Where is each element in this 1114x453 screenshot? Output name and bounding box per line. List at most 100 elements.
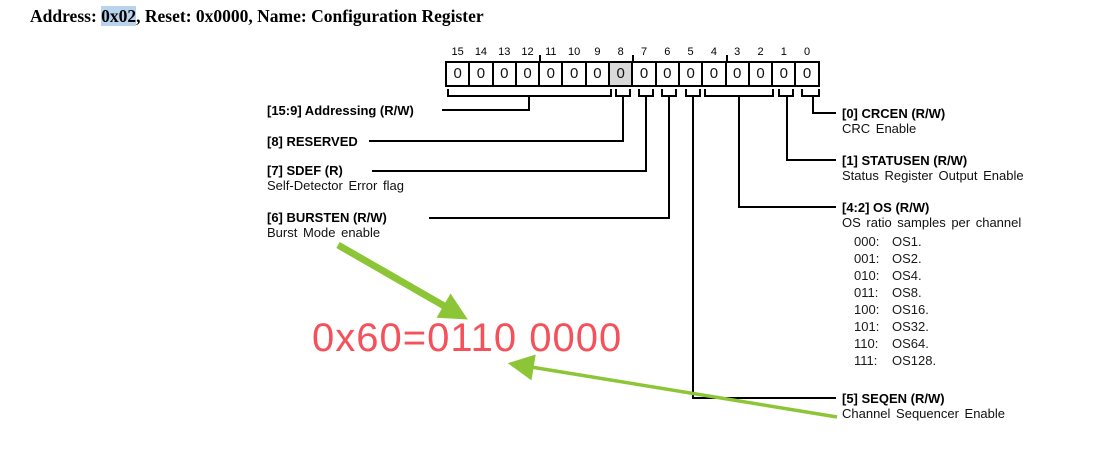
field-label: [1] STATUSEN (R/W) — [842, 153, 968, 168]
bracket-5 — [685, 89, 701, 97]
bit-number: 14 — [474, 46, 488, 58]
bit-box: 0 — [584, 61, 611, 87]
bit-number: 11 — [545, 46, 557, 58]
bit-box: 0 — [631, 61, 657, 87]
bit-register: 15 0 14 0 13 0 12 0 11 0 10 0 9 0 8 — [445, 46, 820, 87]
bit-cell: 15 0 — [445, 46, 471, 87]
os-option-code: 111: — [854, 353, 878, 368]
bit-cell: 6 0 — [654, 46, 680, 87]
os-option-code: 011: — [854, 285, 879, 300]
os-option-value: OS32. — [892, 319, 929, 334]
field-description: Channel Sequencer Enable — [842, 406, 1006, 421]
os-option-code: 100: — [854, 302, 880, 317]
bracket-15-9 — [447, 89, 612, 97]
field-label: [4:2] OS (R/W) — [842, 200, 930, 215]
os-option-row: 110:OS64. — [842, 335, 1021, 352]
annotation-hex-value: 0x60=0110 0000 — [312, 316, 623, 360]
title-prefix: Address: — [30, 6, 102, 26]
os-option-row: 010: OS4. — [842, 267, 1021, 284]
bit-number: 6 — [664, 46, 671, 58]
field-description: CRC Enable — [842, 121, 917, 136]
line-statusen — [786, 96, 836, 161]
bit-cell: 10 0 — [561, 46, 587, 87]
os-option-value: OS128. — [892, 353, 937, 368]
bit-number: 2 — [757, 46, 764, 58]
line-crcen — [812, 96, 836, 114]
os-option-value: OS16. — [892, 302, 929, 317]
bracket-1 — [778, 89, 794, 97]
bit-number: 5 — [687, 46, 694, 58]
address-highlight: 0x02 — [101, 6, 137, 26]
bit-cell: 14 0 — [468, 46, 494, 87]
bit-number: 0 — [804, 46, 811, 58]
field-description: Status Register Output Enable — [842, 168, 1024, 183]
field-label: [7] SDEF (R) — [267, 163, 343, 178]
bit-box: 0 — [747, 61, 774, 87]
line-sdef — [372, 96, 647, 172]
bit-number: 1 — [780, 46, 787, 58]
bit-box: 0 — [608, 61, 634, 87]
page-title: Address: 0x02, Reset: 0x0000, Name: Conf… — [30, 6, 484, 27]
bit-number: 7 — [640, 46, 648, 58]
os-option-row: 100: OS16. — [842, 301, 1021, 318]
bit-box: 0 — [771, 61, 797, 87]
bit-box: 0 — [468, 61, 494, 87]
os-option-code: 010: — [854, 268, 880, 283]
field-bursten: [6] BURSTEN (R/W) Burst Mode enable — [267, 210, 387, 240]
bit-box: 0 — [538, 61, 564, 87]
field-sdef: [7] SDEF (R) Self-Detector Error flag — [267, 163, 404, 193]
bracket-8 — [615, 89, 631, 97]
os-option-value: OS1. — [892, 234, 922, 249]
line-reserved — [369, 96, 624, 142]
field-reserved: [8] RESERVED — [267, 134, 358, 149]
os-options-list: 000:OS1. 001:OS2. 010:OS4. 011:OS8. 100:… — [842, 233, 1021, 369]
bit-cell: 4 0 — [701, 46, 727, 87]
bit-cell: 12 0 — [514, 46, 541, 87]
bit-box: 0 — [677, 61, 704, 87]
field-os: [4:2] OS (R/W) OS ratio samples per chan… — [842, 200, 1021, 369]
os-option-value: OS8. — [892, 285, 922, 300]
line-addressing — [442, 96, 530, 111]
bit-number: 9 — [594, 46, 601, 58]
bit-cell: 7 0 — [631, 46, 657, 87]
bit-number: 12 — [521, 46, 534, 58]
os-option-value: OS64. — [892, 336, 929, 351]
green-arrow-up-icon — [507, 354, 838, 419]
bit-box: 0 — [514, 61, 541, 87]
bracket-6 — [661, 89, 677, 97]
bit-box: 0 — [701, 61, 727, 87]
os-option-row: 111: OS128. — [842, 352, 1021, 369]
field-label: [15:9] Addressing (R/W) — [267, 103, 414, 118]
field-description: OS ratio samples per channel — [842, 215, 1022, 230]
field-label: [8] RESERVED — [267, 134, 358, 149]
bracket-4-2 — [704, 89, 774, 97]
bit-number: 10 — [568, 46, 581, 58]
bit-cell: 11 0 — [538, 46, 564, 87]
bit-box: 0 — [724, 61, 750, 87]
bit-number: 15 — [451, 46, 464, 58]
bit-number: 13 — [498, 46, 511, 58]
green-arrow-down-icon — [336, 241, 468, 320]
bit-cell: 13 0 — [491, 46, 517, 87]
os-option-code: 101: — [854, 319, 880, 334]
os-option-value: OS2. — [892, 251, 922, 266]
field-brackets — [369, 89, 836, 399]
os-option-row: 101: OS32. — [842, 318, 1021, 335]
field-label: [0] CRCEN (R/W) — [842, 106, 946, 121]
line-bursten — [429, 96, 670, 219]
os-option-row: 011: OS8. — [842, 284, 1021, 301]
bit-cell: 5 0 — [677, 46, 704, 87]
bit-cell: 9 0 — [584, 46, 611, 87]
bit-box: 0 — [654, 61, 680, 87]
os-option-row: 001:OS2. — [842, 250, 1021, 267]
line-os — [738, 96, 836, 208]
os-option-value: OS4. — [892, 268, 922, 283]
field-label: [5] SEQEN (R/W) — [842, 391, 945, 406]
bit-cell: 0 0 — [794, 46, 820, 87]
bit-cell: 1 0 — [771, 46, 797, 87]
field-statusen: [1] STATUSEN (R/W) Status Register Outpu… — [842, 153, 1024, 183]
bit-box: 0 — [794, 61, 820, 87]
bit-cell: 2 0 — [747, 46, 774, 87]
